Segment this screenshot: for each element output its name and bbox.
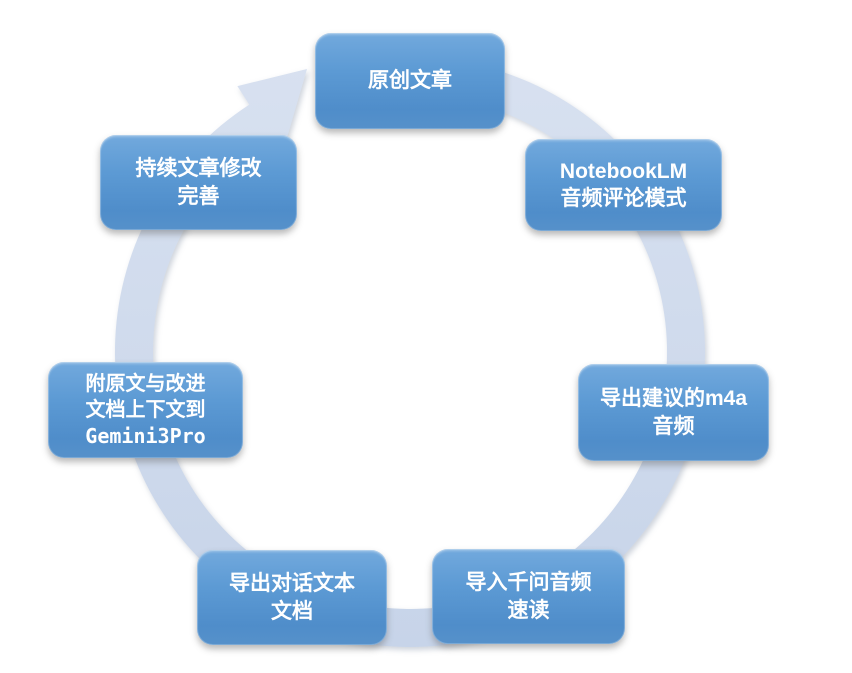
node-notebooklm-audio-review: NotebookLM 音频评论模式 [525, 139, 722, 231]
node-label-line: Gemini3Pro [85, 424, 206, 448]
node-label-line: 文档上下文到 [85, 399, 206, 421]
node-label-line: 附原文与改进 [85, 373, 206, 395]
node-label-line: 导出建议的m4a [599, 387, 748, 411]
node-export-suggested-m4a-audio: 导出建议的m4a 音频 [578, 364, 769, 461]
node-continuous-article-revision: 持续文章修改 完善 [100, 135, 297, 230]
node-import-qianwen-audio-speedread: 导入千问音频 速读 [432, 549, 625, 644]
node-label-line: 完善 [177, 184, 220, 208]
node-export-dialogue-text-doc: 导出对话文本 文档 [197, 550, 387, 645]
node-label-line: 音频 [652, 414, 695, 438]
node-attach-context-to-gemini3pro: 附原文与改进 文档上下文到 Gemini3Pro [48, 362, 243, 458]
node-label-line: NotebookLM [559, 159, 688, 183]
node-label-line: 速读 [507, 598, 550, 622]
node-label-line: 原创文章 [368, 69, 452, 93]
node-label-line: 导出对话文本 [229, 572, 355, 596]
node-label-line: 持续文章修改 [135, 157, 262, 181]
node-original-article: 原创文章 [315, 33, 505, 129]
node-label-line: 文档 [271, 599, 313, 623]
node-label-line: 导入千问音频 [465, 571, 592, 595]
node-label-line: 音频评论模式 [560, 187, 687, 210]
